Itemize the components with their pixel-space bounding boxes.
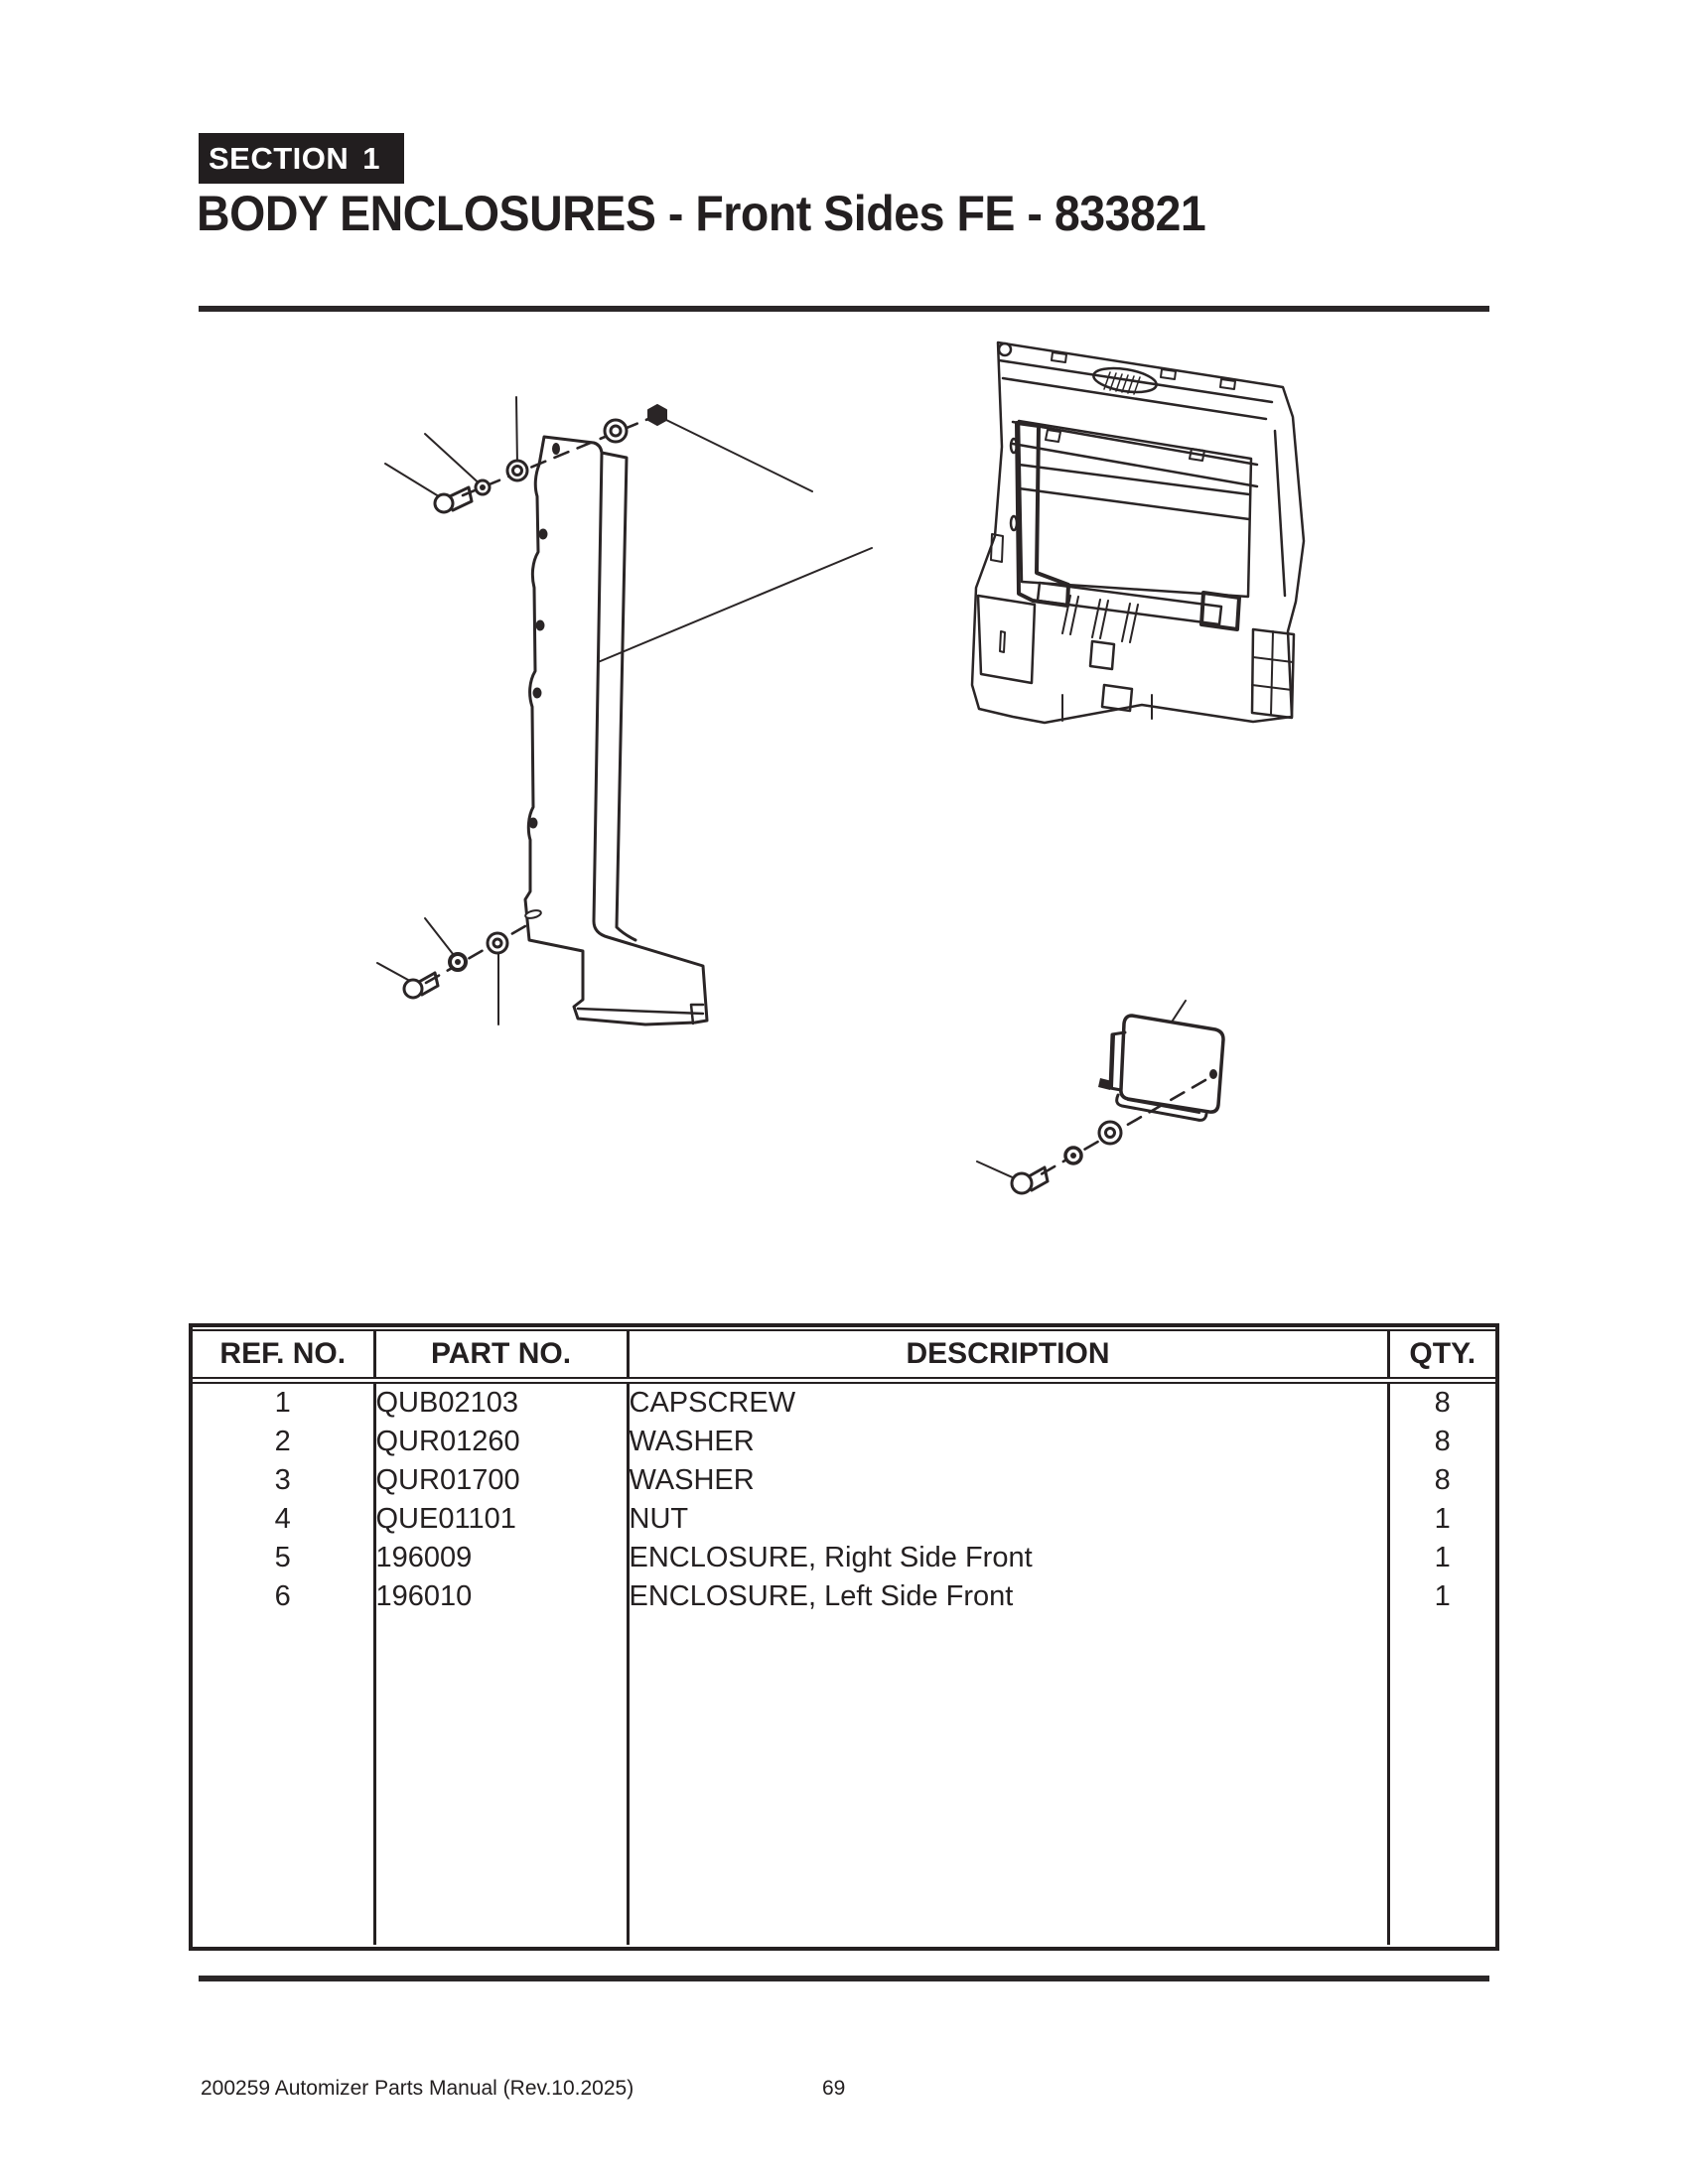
top-rule	[199, 306, 1489, 312]
part-no-cell: QUB02103	[374, 1380, 630, 1423]
machine-body-figure	[970, 341, 1306, 725]
table-filler-row	[193, 1616, 1495, 1945]
washer-small-bracket	[1063, 1146, 1083, 1165]
qty-cell: 1	[1434, 1542, 1451, 1573]
capscrew-lower	[402, 971, 440, 1000]
column-header-qty: QTY.	[1388, 1329, 1495, 1384]
table-row: 2 QUR01260 WASHER 8	[193, 1423, 1495, 1461]
ref-no-cell: 2	[193, 1423, 376, 1461]
description-cell: WASHER	[628, 1461, 1390, 1500]
qty-cell: 8	[1434, 1464, 1451, 1496]
table-row: 6 196010 ENCLOSURE, Left Side Front 1	[193, 1577, 1495, 1616]
column-header-description: DESCRIPTION	[628, 1329, 1390, 1384]
left-enclosure-figure	[376, 396, 873, 1026]
ref-no-cell: 5	[193, 1539, 376, 1577]
qty-cell: 1	[1434, 1580, 1451, 1612]
column-header-part-no: PART NO.	[374, 1329, 630, 1384]
washer-small-upper	[474, 478, 492, 496]
qty-cell: 8	[1434, 1426, 1451, 1457]
section-label: SECTION	[209, 140, 350, 176]
table-row: 1 QUB02103 CAPSCREW 8	[193, 1380, 1495, 1423]
washer-right-upper	[603, 418, 629, 444]
description-cell: ENCLOSURE, Right Side Front	[628, 1539, 1390, 1577]
capscrew-bracket	[1010, 1165, 1050, 1195]
ref-no-cell: 3	[193, 1461, 376, 1500]
part-no-cell: 196009	[374, 1539, 630, 1577]
washer-large-bracket	[1097, 1120, 1123, 1146]
description-cell: NUT	[628, 1500, 1390, 1539]
section-badge: SECTION 1	[199, 133, 404, 184]
column-header-ref-no: REF. NO.	[193, 1329, 376, 1384]
description-cell: CAPSCREW	[628, 1380, 1390, 1423]
table-header-row: REF. NO. PART NO. DESCRIPTION QTY.	[193, 1329, 1495, 1384]
table-row: 4 QUE01101 NUT 1	[193, 1500, 1495, 1539]
description-cell: ENCLOSURE, Left Side Front	[628, 1577, 1390, 1616]
part-no-cell: QUR01260	[374, 1423, 630, 1461]
capscrew-upper	[433, 485, 474, 514]
ref-no-cell: 6	[193, 1577, 376, 1616]
bottom-rule	[199, 1976, 1489, 1981]
part-no-cell: QUE01101	[374, 1500, 630, 1539]
section-number: 1	[362, 140, 380, 176]
right-enclosure-figure	[976, 1000, 1225, 1195]
washer-small-lower	[448, 952, 468, 972]
parts-table: REF. NO. PART NO. DESCRIPTION QTY. 1 QUB…	[189, 1323, 1499, 1951]
washer-large-lower	[486, 931, 509, 955]
ref-no-cell: 1	[193, 1380, 376, 1423]
page-number: 69	[822, 2077, 846, 2100]
manual-title: 200259 Automizer Parts Manual (Rev.10.20…	[201, 2077, 634, 2100]
page-title: BODY ENCLOSURES - Front Sides FE - 83382…	[197, 186, 1206, 241]
washer-large-upper	[505, 459, 529, 482]
qty-cell: 8	[1434, 1387, 1451, 1419]
part-no-cell: QUR01700	[374, 1461, 630, 1500]
table-row: 5 196009 ENCLOSURE, Right Side Front 1	[193, 1539, 1495, 1577]
table-row: 3 QUR01700 WASHER 8	[193, 1461, 1495, 1500]
nut-upper	[647, 404, 667, 426]
qty-cell: 1	[1434, 1503, 1451, 1535]
part-no-cell: 196010	[374, 1577, 630, 1616]
ref-no-cell: 4	[193, 1500, 376, 1539]
description-cell: WASHER	[628, 1423, 1390, 1461]
